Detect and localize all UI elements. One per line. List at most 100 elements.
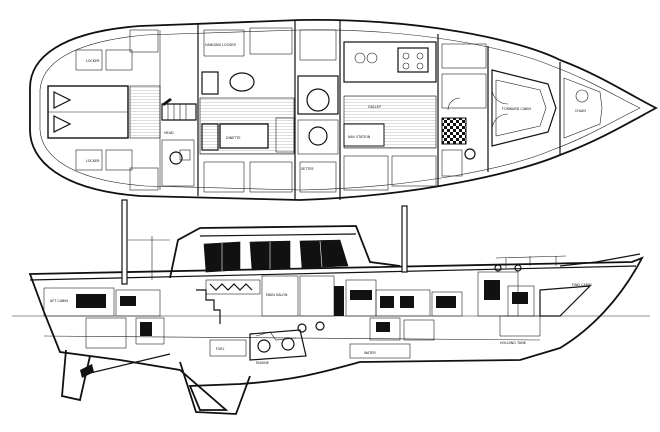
fwd-interior: [499, 315, 541, 337]
fwd-cabinet: [441, 73, 487, 109]
saloon-seat: [306, 88, 330, 112]
galley-cabinet: [343, 155, 389, 191]
keel: [179, 361, 251, 415]
aft-interior: [140, 322, 152, 336]
propeller: [80, 364, 94, 378]
settee-cabinet: [299, 29, 337, 61]
aft-head-toilet: [169, 151, 183, 165]
porthole: [315, 321, 325, 331]
galley-profile: [380, 296, 394, 308]
profile-stairs: [196, 289, 221, 324]
v-berth: [491, 69, 557, 147]
hatch-circle: [575, 89, 589, 103]
burner: [416, 62, 424, 70]
burner: [402, 62, 410, 70]
companionway-stairs: [161, 98, 197, 121]
plan-label: FORWARD CABIN: [502, 107, 531, 111]
fuel-tank: [209, 339, 247, 357]
aft-cabinet: [129, 167, 159, 191]
plan-label: GALLEY: [368, 105, 382, 109]
dinette-cabinet: [203, 161, 245, 193]
plan-label: HANGING LOCKER: [205, 43, 236, 47]
dinette-seat: [201, 71, 219, 95]
cabin-window: [299, 239, 349, 269]
chain-locker: [563, 77, 603, 139]
profile-label: WATER: [364, 351, 376, 355]
v-berth-profile: [539, 285, 592, 317]
sheer-line: [29, 265, 637, 281]
burner: [402, 52, 410, 60]
aft-berth-plank: [129, 85, 161, 139]
aft-interior: [135, 317, 165, 345]
aft-cabinet: [75, 149, 103, 171]
dinette-cabinet: [249, 161, 293, 193]
sole-line: [43, 335, 541, 341]
fwd-head-shower: [441, 117, 467, 145]
window-mullion: [319, 240, 323, 268]
aft-cabinet: [105, 49, 133, 71]
settee-cabinet: [299, 161, 337, 193]
plan-label: CHAIN: [575, 109, 586, 113]
galley-profile: [376, 322, 390, 332]
bow-pulpit: [559, 253, 641, 267]
porthole: [297, 323, 307, 333]
profile-label: FUEL: [216, 347, 225, 351]
aft-cabinet: [75, 49, 103, 71]
aft-interior: [43, 287, 115, 317]
profile-label: HOLDING TANK: [500, 341, 527, 345]
plan-view: LOCKER LOCKER HEAD HANGING LOCKER DINETT…: [29, 18, 658, 201]
profile-label: MAIN SALON: [266, 293, 288, 297]
pillow: [53, 91, 72, 109]
aft-interior: [120, 296, 136, 306]
dinette-table-top: [229, 72, 255, 92]
profile-label: ENGINE: [256, 361, 269, 365]
plan-label: HEAD: [164, 131, 174, 135]
saloon-vent: [209, 283, 253, 291]
plan-hull-outline: [29, 18, 658, 201]
dinette-cabinet: [275, 117, 295, 153]
settee-base: [297, 119, 339, 155]
plan-label: DINETTE: [226, 136, 241, 140]
engine: [249, 329, 307, 361]
prop-shaft: [85, 353, 171, 375]
fwd-cabinet: [441, 43, 487, 69]
cabin-roof: [199, 233, 357, 237]
profile-hull: [28, 256, 644, 411]
galley-profile: [350, 290, 372, 300]
dinette-cabinet: [249, 27, 293, 55]
v-berth-inner: [495, 79, 547, 137]
galley-profile: [369, 317, 401, 341]
plan-label: NAV STATION: [348, 135, 371, 139]
profile-view: AFT CABIN ENGINE MAIN SALON FWD CABIN WA…: [12, 199, 650, 415]
saloon-interior: [334, 286, 344, 316]
galley-counter: [343, 41, 437, 83]
porthole: [494, 264, 502, 272]
door-arc: [447, 97, 461, 111]
galley-sink: [366, 52, 378, 64]
profile-label: AFT CABIN: [50, 299, 68, 303]
nav-desk: [343, 123, 385, 147]
plan-label: LOCKER: [86, 159, 100, 163]
saloon-seat: [308, 126, 328, 146]
galley-sink: [354, 52, 366, 64]
water-tank: [349, 343, 411, 359]
galley-profile: [403, 319, 435, 341]
fwd-interior: [512, 292, 528, 304]
mizzen-mast: [121, 199, 128, 285]
dinette-table: [219, 123, 269, 149]
saloon-interior: [261, 275, 299, 317]
burner: [416, 52, 424, 60]
pulpit-rail-top: [495, 255, 567, 259]
galley-profile: [400, 296, 414, 308]
aft-interior: [76, 294, 106, 308]
fwd-head-toilet: [464, 148, 476, 160]
pillow: [53, 115, 72, 133]
saloon-interior: [205, 279, 261, 295]
aft-cabinet: [105, 149, 133, 171]
fwd-interior: [484, 280, 500, 300]
porthole: [514, 264, 522, 272]
dinette-cabinet: [203, 29, 245, 57]
saloon-interior: [299, 275, 335, 317]
